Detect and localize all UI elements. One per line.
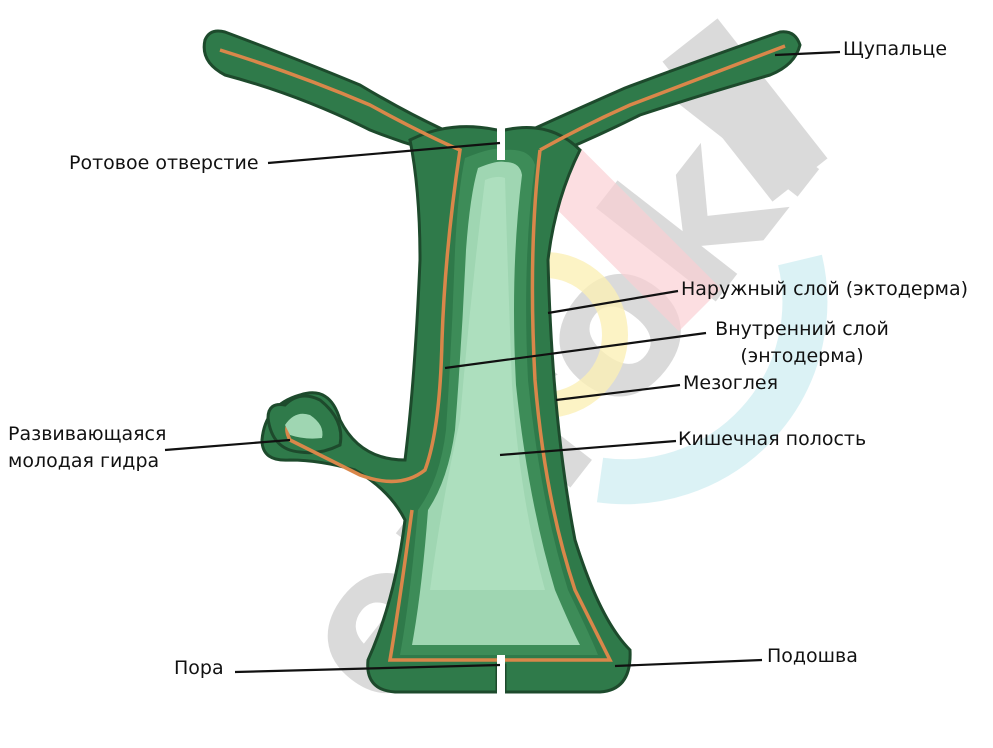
right-tentacle: [517, 30, 802, 162]
mesoglea-line: [219, 44, 786, 662]
label-tentacle: Щупальце: [843, 38, 948, 60]
leader-bud: [164, 438, 291, 452]
leader-gut: [499, 439, 677, 457]
leader-mouth: [267, 141, 501, 165]
label-mouth: Ротовое отверстие: [69, 152, 259, 174]
gut-highlight: [430, 176, 545, 590]
label-endoderm-line1: Внутренний слой: [715, 318, 889, 340]
label-bud: Развивающаяся молодая гидра: [8, 421, 166, 475]
label-sole: Подошва: [767, 645, 858, 667]
hydra-body: [202, 29, 802, 695]
leader-ectoderm: [547, 289, 679, 315]
mouth-opening: [497, 125, 505, 160]
label-bud-line2: молодая гидра: [8, 450, 160, 472]
label-mesoglea: Мезоглея: [683, 372, 779, 394]
label-bud-line1: Развивающаяся: [8, 423, 167, 445]
leader-mesoglea: [555, 383, 681, 402]
watermark-arc: [596, 254, 828, 505]
label-ectoderm: Наружный слой (эктодерма): [681, 278, 969, 300]
pore-opening: [497, 655, 505, 695]
label-pore: Пора: [174, 657, 224, 679]
leader-tentacle: [774, 50, 841, 57]
leader-sole: [614, 658, 763, 668]
leader-endoderm: [444, 331, 707, 370]
bud-cavity: [285, 413, 323, 439]
label-gut: Кишечная полость: [678, 428, 867, 450]
label-endoderm-line2: (энтодерма): [740, 345, 864, 367]
label-endoderm: Внутренний слой (энтодерма): [706, 316, 898, 370]
leader-lines: [164, 50, 841, 674]
leader-pore: [234, 663, 501, 674]
watermark-k: [538, 148, 722, 332]
